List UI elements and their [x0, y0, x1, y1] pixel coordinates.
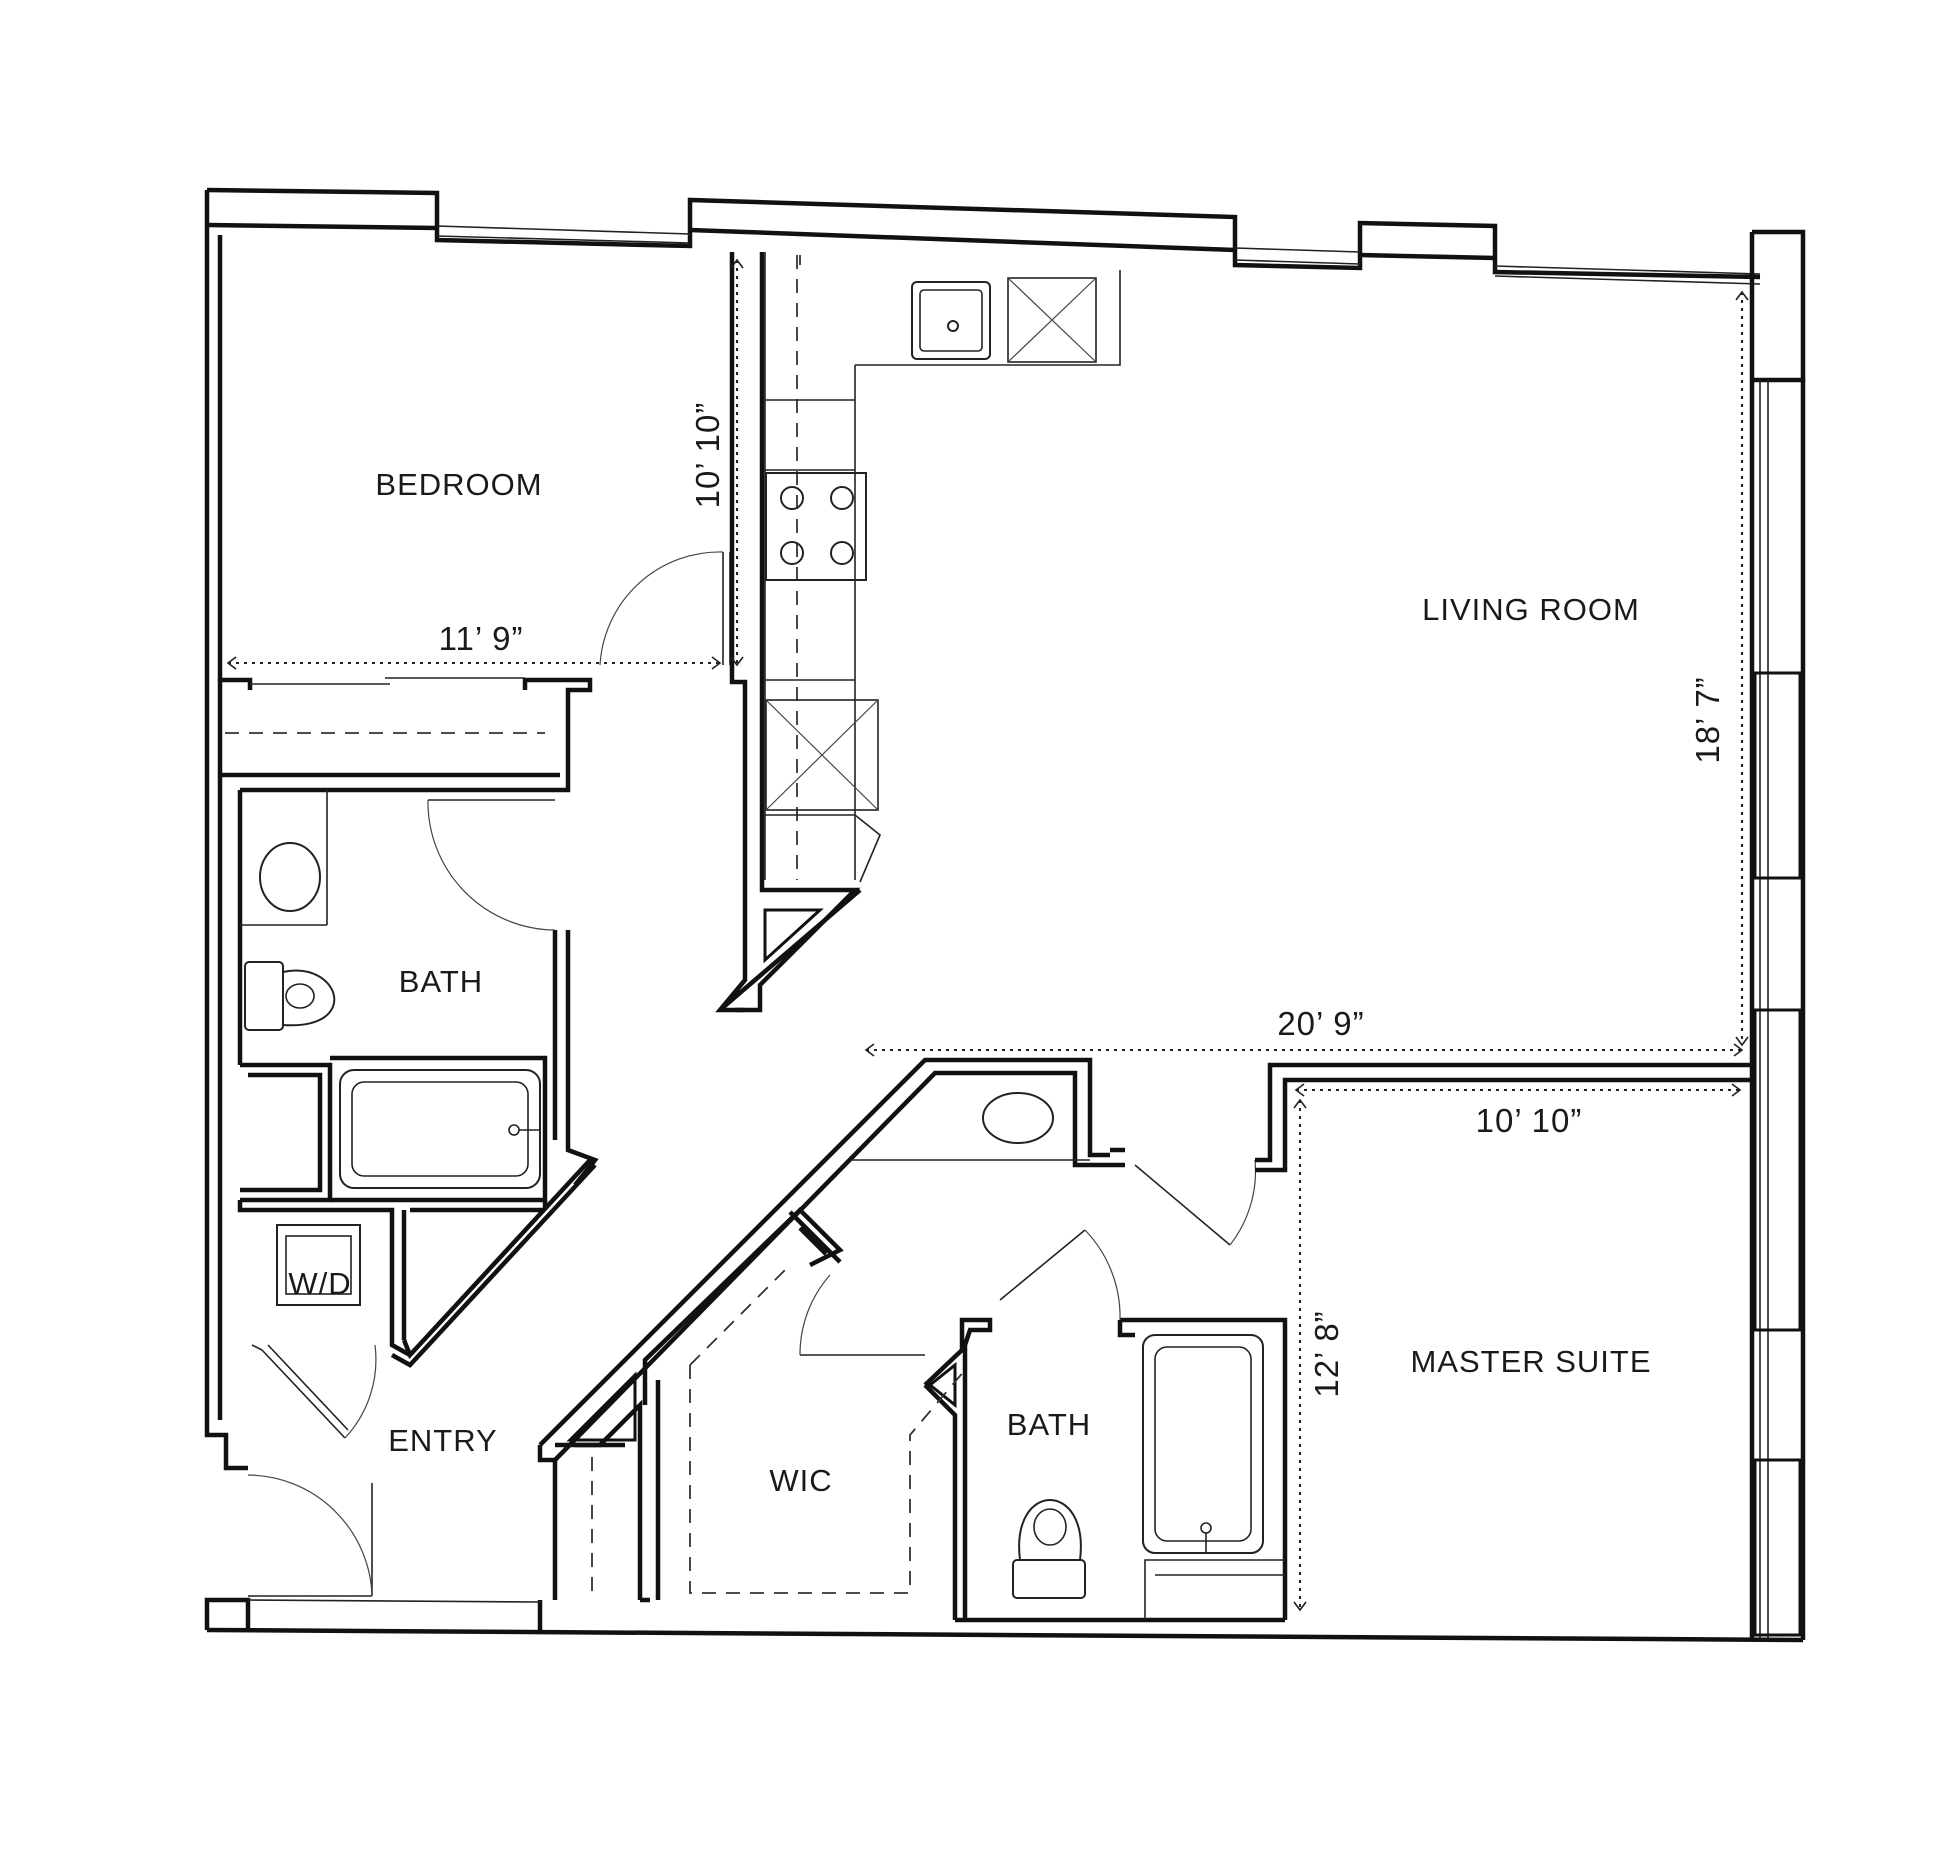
exterior-left-bottom-wall [204, 190, 1804, 1643]
hall-bath-tub [339, 1069, 541, 1189]
master-bath-walls [923, 1317, 1288, 1623]
interior-doors-master [799, 1159, 1257, 1356]
dimension-living-width: 20’ 9” [1277, 1005, 1364, 1042]
room-label-wic: WIC [769, 1463, 832, 1498]
master-bath-toilet [1012, 1499, 1086, 1599]
washer-dryer [276, 1224, 361, 1306]
kitchen-counter [764, 252, 1121, 880]
room-label-hall-bath: BATH [399, 964, 483, 999]
room-label-master-suite: MASTER SUITE [1410, 1344, 1651, 1379]
dimension-bedroom-depth: 10’ 10” [689, 402, 726, 509]
dimension-lines [226, 258, 1749, 1612]
entry-doors [247, 1344, 377, 1597]
wic-shelving [689, 1264, 966, 1594]
master-bath-tub [1142, 1334, 1264, 1554]
dimension-master-depth: 12’ 8” [1308, 1310, 1345, 1397]
dimension-bedroom-width: 11’ 9” [439, 620, 524, 657]
room-label-master-bath: BATH [1007, 1407, 1091, 1442]
bedroom-door [599, 551, 731, 666]
hall-bath-walls [237, 790, 599, 1368]
master-suite-walls [1110, 1062, 1752, 1173]
dimension-living-depth: 18’ 7” [1689, 676, 1726, 763]
exterior-right-wall [1749, 229, 1806, 1640]
refrigerator [765, 699, 881, 883]
room-label-wd: W/D [288, 1266, 351, 1301]
kitchen-sink [911, 281, 991, 360]
hall-bath-vanity [240, 790, 328, 926]
hall-bath-toilet [244, 961, 336, 1031]
bedroom-walls [220, 677, 593, 793]
hall-bath-door [427, 799, 556, 931]
room-label-entry: ENTRY [388, 1423, 498, 1458]
exterior-top-wall [206, 187, 1761, 285]
room-label-living-room: LIVING ROOM [1422, 592, 1640, 627]
wic-walls [537, 1057, 1125, 1603]
dimension-master-width: 10’ 10” [1476, 1102, 1583, 1139]
cooktop [765, 472, 867, 581]
kitchen-wall [715, 252, 862, 1013]
dishwasher [1007, 277, 1097, 363]
master-bath-vanity [850, 1092, 1090, 1161]
room-label-bedroom: BEDROOM [375, 467, 542, 502]
